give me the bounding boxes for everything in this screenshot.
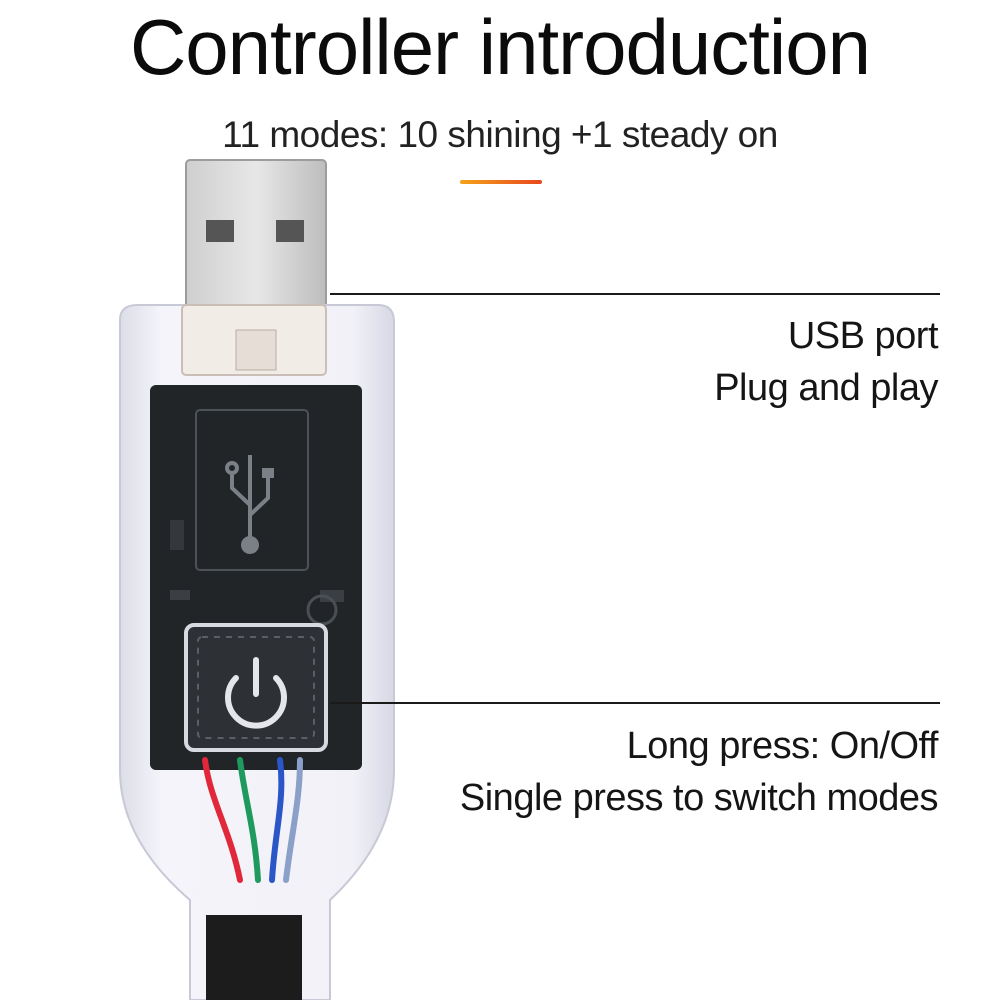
- callout-usb-line-2: Plug and play: [714, 367, 938, 409]
- callout-usb-line-1: USB port: [787, 315, 939, 357]
- usb-plug: [185, 159, 327, 311]
- usb-icon: [225, 455, 274, 554]
- callout-button-line-1: Long press: On/Off: [626, 725, 939, 767]
- callout-usb-port: USB port Plug and play: [714, 310, 938, 414]
- callout-power-button: Long press: On/Off Single press to switc…: [459, 720, 939, 824]
- page-title: Controller introduction: [129, 3, 871, 91]
- usb-controller-illustration: [119, 159, 395, 1000]
- accent-divider: [460, 180, 542, 184]
- callout-button-line-2: Single press to switch modes: [459, 777, 939, 819]
- callout-leader-button: [330, 702, 940, 704]
- power-button: [184, 623, 328, 752]
- power-icon: [225, 657, 287, 729]
- wires: [202, 757, 303, 883]
- callout-leader-usb: [330, 293, 940, 295]
- page-subtitle: 11 modes: 10 shining +1 steady on: [222, 114, 778, 155]
- cable: [206, 915, 302, 1000]
